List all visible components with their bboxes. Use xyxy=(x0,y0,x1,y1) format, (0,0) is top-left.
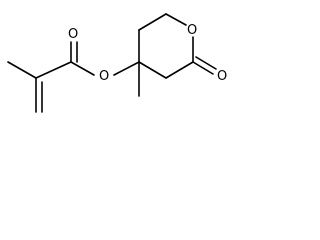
final-structure: O O O O xyxy=(0,0,254,127)
bond-c3-c4 xyxy=(138,61,167,79)
bond-o-c4 xyxy=(113,61,140,76)
molecule-render: O O O O xyxy=(0,0,254,127)
bond-ch3-c xyxy=(7,61,37,79)
atom-o-ester: O xyxy=(99,69,109,84)
bond-c5-c6 xyxy=(138,13,167,31)
bond-c2-o-lactone-double xyxy=(195,56,217,70)
bond-c2-o-lactone xyxy=(192,61,214,75)
bond-c2-c3 xyxy=(165,61,194,79)
atom-o-lactone: O xyxy=(217,69,227,84)
atom-o-carbonyl: O xyxy=(68,27,78,42)
bond-c6-o1 xyxy=(165,13,187,26)
bond-c-o-ester xyxy=(70,61,95,76)
bond-c-cco xyxy=(35,61,72,79)
atom-o-ring: O xyxy=(187,23,197,38)
